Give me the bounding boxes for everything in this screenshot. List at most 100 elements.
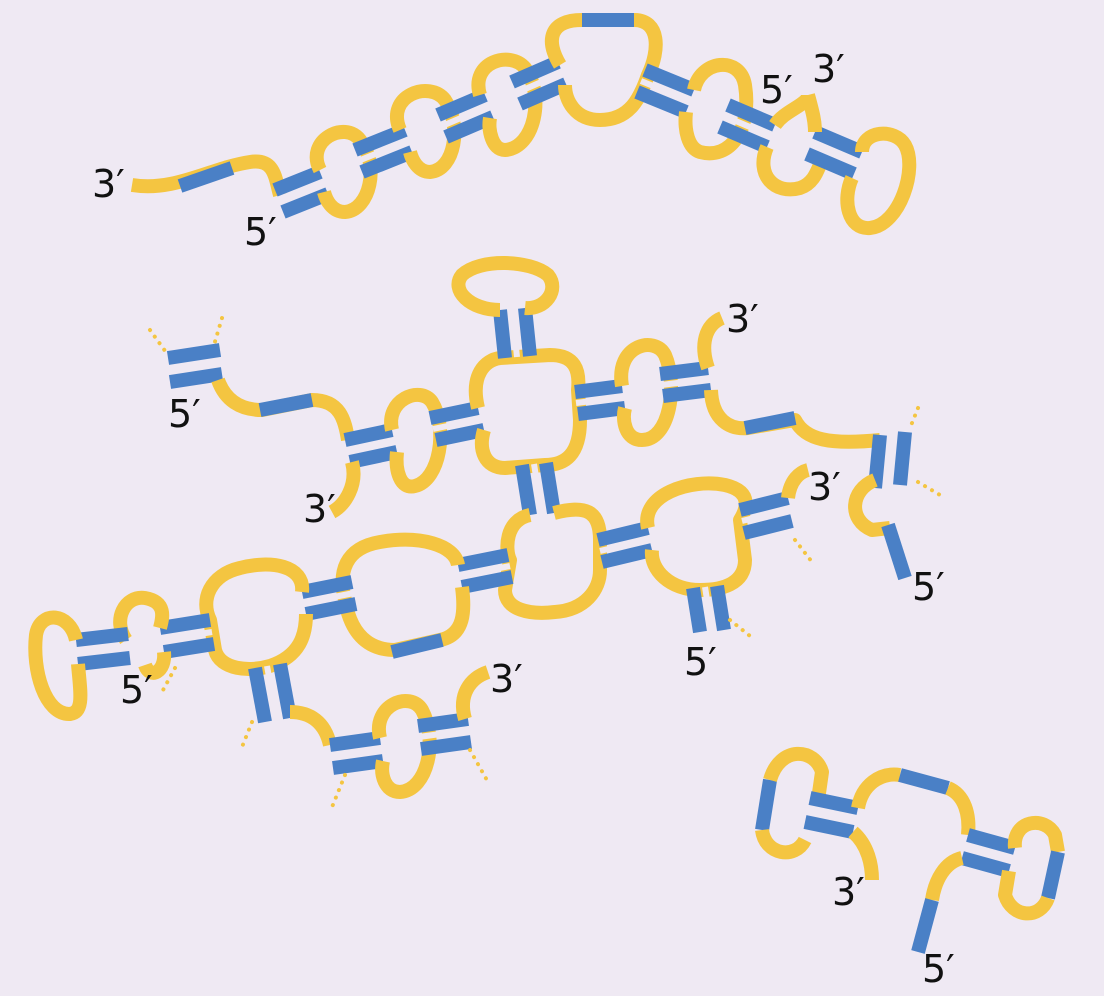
helix-strand bbox=[710, 584, 731, 632]
helix-strand bbox=[248, 666, 272, 724]
strand-continuation-dots bbox=[148, 328, 170, 357]
helix-strand bbox=[456, 548, 510, 572]
label-five-prime: 5′ bbox=[120, 668, 153, 712]
helix-strand bbox=[434, 423, 486, 447]
structure-bottom-right: 3′ 5′ bbox=[755, 746, 1065, 991]
hairpin-loop bbox=[1007, 815, 1065, 854]
helix-gap bbox=[885, 432, 895, 487]
strand-continuation-dots bbox=[160, 666, 177, 694]
helix-gap bbox=[964, 843, 1013, 862]
label-three-prime: 3′ bbox=[808, 465, 841, 509]
helix-strand bbox=[515, 463, 537, 517]
helix-strand bbox=[574, 379, 623, 399]
helix-strand bbox=[168, 367, 224, 389]
strand-three-prime-end bbox=[697, 311, 726, 371]
hairpin-loop bbox=[113, 590, 170, 645]
helix-strand bbox=[812, 125, 865, 159]
label-five-prime: 5′ bbox=[244, 210, 277, 254]
helix-gap bbox=[575, 394, 624, 406]
hairpin-loop bbox=[840, 126, 917, 235]
helix-strand bbox=[803, 815, 855, 839]
hairpin-loop bbox=[471, 52, 543, 157]
helix-gap bbox=[161, 629, 213, 643]
strand-continuation-dots bbox=[728, 618, 757, 642]
helix-gap bbox=[356, 138, 410, 164]
single-strand bbox=[925, 851, 965, 902]
helix-strand bbox=[75, 627, 129, 647]
strand-five-prime-side bbox=[138, 651, 172, 680]
helix-gap bbox=[418, 727, 470, 740]
label-five-prime: 5′ bbox=[760, 68, 793, 112]
helix-strand bbox=[352, 123, 408, 157]
single-strand bbox=[944, 781, 976, 836]
helix-gap bbox=[432, 416, 482, 432]
helix-strand bbox=[742, 514, 794, 540]
paired-segment bbox=[881, 522, 912, 581]
helix-strand bbox=[332, 754, 384, 775]
helix-strand bbox=[166, 343, 222, 365]
helix-gap bbox=[76, 643, 130, 655]
helix-strand bbox=[300, 575, 354, 599]
label-five-prime: 5′ bbox=[168, 392, 201, 436]
helix-strand bbox=[596, 521, 650, 547]
helix-strand bbox=[509, 55, 561, 89]
helix-strand bbox=[577, 401, 626, 421]
helix-strand bbox=[738, 491, 790, 517]
paired-segment bbox=[390, 633, 444, 659]
label-three-prime: 3′ bbox=[832, 870, 865, 914]
strand-continuation-dots bbox=[468, 748, 490, 784]
helix-strand bbox=[77, 651, 131, 671]
helix-gap bbox=[277, 180, 326, 204]
helix-gap bbox=[330, 746, 382, 759]
helix-strand bbox=[420, 735, 472, 756]
label-three-prime: 3′ bbox=[726, 297, 759, 341]
structure-middle: 5′ 3′ 3′ 3′ 5′ 5′ 5′ 3′ bbox=[28, 256, 945, 814]
helix-strand bbox=[304, 597, 358, 621]
single-strand bbox=[851, 767, 902, 810]
helix-strand bbox=[428, 401, 480, 425]
hairpin-loop bbox=[384, 387, 448, 494]
helix-strand bbox=[518, 307, 537, 357]
helix-gap bbox=[660, 376, 710, 388]
helix-gap bbox=[264, 665, 280, 721]
helix-strand bbox=[725, 98, 778, 132]
helix-strand bbox=[966, 828, 1017, 855]
helix-strand bbox=[272, 165, 323, 197]
hairpin-loop bbox=[998, 869, 1055, 921]
internal-loop bbox=[756, 144, 829, 197]
label-three-prime: 3′ bbox=[490, 657, 523, 701]
label-five-prime: 5′ bbox=[922, 947, 955, 991]
helix-gap bbox=[514, 70, 564, 96]
strand-three-prime-end bbox=[456, 665, 491, 721]
helix-strand bbox=[868, 434, 887, 489]
strand-three-prime-end bbox=[328, 460, 361, 519]
helix-strand bbox=[634, 85, 689, 119]
helix-strand bbox=[460, 570, 514, 594]
helix-strand bbox=[808, 791, 860, 815]
hairpin-loop bbox=[451, 256, 560, 317]
hairpin-loop bbox=[28, 610, 88, 721]
label-five-prime: 5′ bbox=[912, 565, 945, 609]
helix-strand bbox=[329, 731, 381, 752]
paired-segment bbox=[743, 411, 797, 435]
strand-continuation-dots bbox=[908, 406, 920, 430]
paired-segment bbox=[898, 768, 950, 795]
strand-top-backbone bbox=[130, 154, 287, 197]
helix-strand bbox=[662, 383, 712, 403]
helix-strand bbox=[539, 461, 561, 515]
helix-gap bbox=[531, 463, 545, 515]
hook-strand bbox=[848, 473, 891, 537]
hairpin-loop bbox=[755, 828, 812, 860]
apical-loop bbox=[545, 13, 663, 127]
helix-strand bbox=[804, 147, 857, 181]
helix-gap bbox=[722, 113, 773, 139]
hairpin-loop bbox=[678, 57, 754, 161]
strand-continuation-dots bbox=[793, 538, 814, 564]
multibranch-junction bbox=[498, 502, 607, 620]
internal-loop bbox=[640, 476, 753, 597]
helix-strand bbox=[343, 423, 394, 447]
helix-strand bbox=[686, 586, 707, 634]
helix-strand bbox=[893, 431, 912, 486]
helix-strand bbox=[273, 662, 297, 720]
